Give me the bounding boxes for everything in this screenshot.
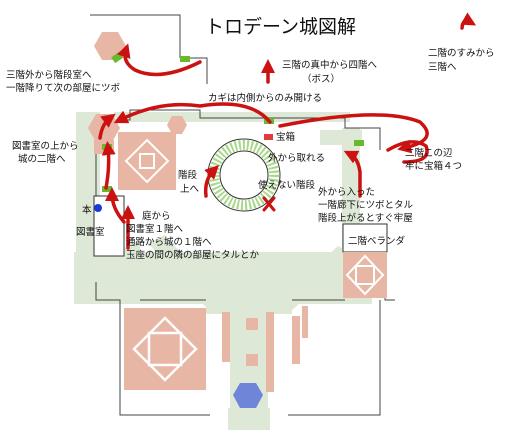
label-second-floor-cell-1: 二階この辺 <box>405 148 453 159</box>
lower-right-wall <box>288 300 381 416</box>
tile-bar-2 <box>266 312 274 392</box>
path-top-corridor <box>114 112 350 122</box>
tile-lower-left <box>124 308 206 390</box>
path-diag-lower-left <box>148 235 228 314</box>
label-book: 本 <box>82 204 92 216</box>
label-library-top-2: 城の二階へ <box>18 154 66 165</box>
treasure-chest-marker <box>264 134 273 140</box>
label-stairs-up-2: 上へ <box>180 184 200 195</box>
tile-bar-3 <box>292 316 300 364</box>
path-diag-lower-right <box>275 246 353 312</box>
arrow-library-upper <box>101 141 116 190</box>
marker-top-right <box>180 56 190 62</box>
label-garden-4: 玉座の間の隣の部屋にタルとか <box>126 249 260 261</box>
lower-left-wall <box>95 282 210 416</box>
label-library: 図書室 <box>76 226 105 238</box>
label-center-4f-2: （ボス） <box>302 73 340 85</box>
arrow-right-down <box>343 150 362 198</box>
boss-hex <box>233 383 263 408</box>
hex-small <box>167 116 187 134</box>
tile-bar-1 <box>222 312 230 362</box>
small-floor-tiles <box>222 306 308 392</box>
label-unusable-stairs: 使えない階段 <box>258 179 316 191</box>
label-garden-3: 通路から城の１階へ <box>126 236 212 248</box>
tile-square-1 <box>246 318 258 330</box>
x-marks <box>262 196 276 212</box>
label-garden-2: 図書室１階へ <box>126 223 184 235</box>
path-lower-horizontal <box>206 296 292 314</box>
arrow-library-top <box>98 113 116 140</box>
label-garden-1: 庭から <box>142 210 171 222</box>
label-outside-entry-1: 外から入った <box>318 186 375 198</box>
label-corner-3f-2: 三階へ <box>428 62 457 73</box>
arrow-top-loop <box>117 43 202 77</box>
label-outside-entry-2: 一階廊下にツボとタル <box>318 199 414 211</box>
arrow-garden-lower <box>105 187 126 224</box>
top-left-wall <box>90 14 181 58</box>
arrow-right-small-loop <box>386 140 429 164</box>
arrow-stair-up <box>203 165 219 198</box>
arrow-right-loop <box>278 113 429 154</box>
label-floor3-stairs-2: 一階降りて次の部屋にツボ <box>6 82 121 94</box>
tile-bar-4 <box>302 306 308 338</box>
arrows <box>98 12 477 250</box>
label-outside-entry-3: 階段上がるとすぐ牢屋 <box>318 212 413 224</box>
book-dot <box>94 204 102 212</box>
veranda-room <box>342 223 388 253</box>
map-title: トロデーン城図解 <box>205 16 356 38</box>
label-floor3-stairs-1: 三階外から階段室へ <box>6 69 92 81</box>
label-veranda: 二階ベランダ <box>348 235 406 247</box>
label-key-door: カギは内側からのみ開ける <box>208 92 322 104</box>
right-upper-wall <box>344 118 381 150</box>
arrow-top-corner <box>460 12 477 30</box>
label-center-4f-1: 三階の真中から四階へ <box>282 59 378 71</box>
tile-upper-left <box>118 132 176 190</box>
label-take-outside: 外から取れる <box>268 152 325 164</box>
arrow-floor3-route <box>113 102 272 124</box>
marker-right <box>354 140 364 146</box>
tile-right <box>342 223 388 298</box>
tile-square-2 <box>246 354 258 366</box>
label-stairs-up-1: 階段 <box>178 169 198 181</box>
label-chest: 宝箱 <box>276 131 295 143</box>
central-stair-ring <box>207 138 281 212</box>
label-corner-3f-1: 二階のすみから <box>428 48 495 59</box>
label-library-top-1: 図書室の上から <box>12 140 79 152</box>
path-bottom-entry <box>228 408 270 430</box>
label-second-floor-cell-2: 牢に宝箱４つ <box>405 160 462 172</box>
